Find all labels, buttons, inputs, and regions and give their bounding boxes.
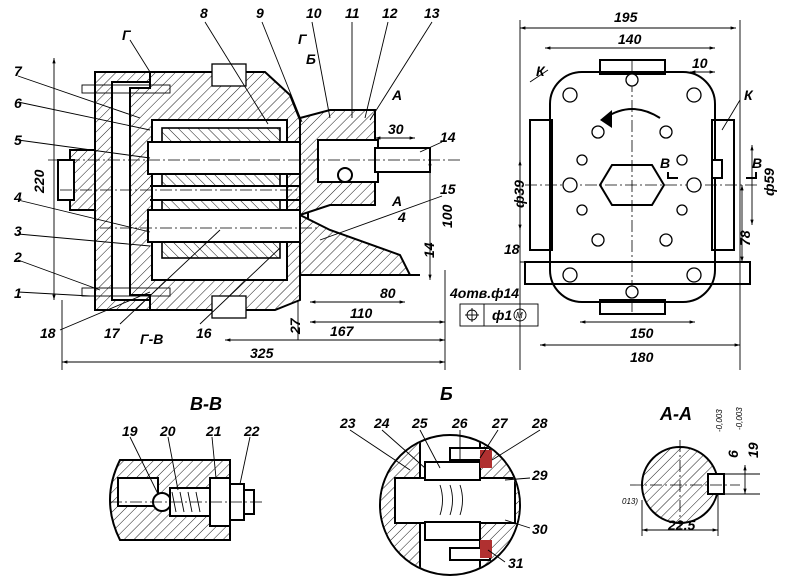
label-k-right: К (744, 87, 754, 103)
callout-5: 5 (14, 132, 22, 148)
callout-15: 15 (440, 181, 456, 197)
dim-180: 180 (630, 349, 654, 365)
dim-150: 150 (630, 325, 654, 341)
dim-4: 4 (397, 209, 406, 225)
callout-24: 24 (373, 415, 390, 431)
title-detail-b: Б (440, 384, 453, 404)
mark-g-left: Г (122, 27, 132, 43)
mark-a-top: А (391, 87, 402, 103)
side-view (518, 20, 760, 370)
callout-1: 1 (14, 285, 22, 301)
dim-14: 14 (421, 242, 437, 258)
tolerance-value: ф1 (492, 307, 512, 323)
callout-21: 21 (205, 423, 222, 439)
callout-27: 27 (491, 415, 509, 431)
hole-spec: 4отв.ф14 (449, 285, 519, 301)
tolerance-modifier: M (516, 311, 523, 320)
dim-6: 6 (725, 450, 741, 458)
tolerance-frame (459, 303, 539, 327)
dim-30: 30 (388, 121, 404, 137)
callout-8: 8 (200, 5, 208, 21)
callout-26: 26 (451, 415, 468, 431)
dim-220: 220 (31, 169, 47, 194)
title-section-vv: В-В (190, 394, 222, 414)
dim-325: 325 (250, 345, 274, 361)
mark-g-right: Г (298, 31, 308, 47)
callout-20: 20 (159, 423, 176, 439)
mark-gv: Г-В (140, 331, 163, 347)
dim-19-tol: -0,003 (735, 407, 744, 430)
dim-167: 167 (330, 323, 355, 339)
dim-140: 140 (618, 31, 642, 47)
title-section-aa: А-А (659, 404, 692, 424)
callout-22: 22 (243, 423, 260, 439)
callout-11: 11 (345, 5, 360, 21)
label-k-left: К (536, 63, 546, 79)
labels: В-В Б А-А 1 2 3 4 5 6 7 8 9 10 11 12 13 … (13, 5, 777, 571)
dim-110: 110 (350, 305, 373, 321)
callout-19: 19 (122, 423, 138, 439)
callout-18: 18 (40, 325, 56, 341)
dim-6-tol: -0,003 (715, 409, 724, 432)
callout-13: 13 (424, 5, 440, 21)
dim-100: 100 (439, 204, 455, 228)
dim-39: ф39 (511, 180, 527, 208)
callout-10: 10 (306, 5, 322, 21)
callout-12: 12 (382, 5, 398, 21)
dim-27: 27 (287, 317, 303, 335)
callout-7: 7 (14, 63, 23, 79)
callout-2: 2 (13, 249, 22, 265)
callout-23: 23 (339, 415, 356, 431)
dim-19: 19 (745, 442, 761, 458)
label-v-left: В (660, 155, 670, 171)
dim-78: 78 (737, 230, 753, 246)
callout-16: 16 (196, 325, 212, 341)
dim-22-5: 22.5 (667, 517, 695, 533)
label-v-right: В (752, 155, 762, 171)
callout-9: 9 (256, 5, 264, 21)
dim-80: 80 (380, 285, 396, 301)
side-bolts (562, 73, 702, 299)
dim-18: 18 (504, 241, 520, 257)
dim-10: 10 (692, 55, 708, 71)
detail-vv (109, 436, 262, 541)
dim-tol-left: 013) (622, 497, 638, 506)
callout-31: 31 (508, 555, 524, 571)
callout-28: 28 (531, 415, 548, 431)
callout-6: 6 (14, 95, 22, 111)
front-section-view (17, 21, 460, 370)
detail-aa (630, 440, 760, 536)
dim-59: ф59 (761, 168, 777, 196)
callout-3: 3 (14, 223, 22, 239)
mark-a-bottom: А (391, 193, 402, 209)
callout-30: 30 (532, 521, 548, 537)
dim-195: 195 (614, 9, 638, 25)
callout-14: 14 (440, 129, 456, 145)
callout-4: 4 (13, 189, 22, 205)
callout-25: 25 (411, 415, 428, 431)
callout-17: 17 (104, 325, 121, 341)
callout-29: 29 (531, 467, 548, 483)
mark-b: Б (306, 51, 316, 67)
